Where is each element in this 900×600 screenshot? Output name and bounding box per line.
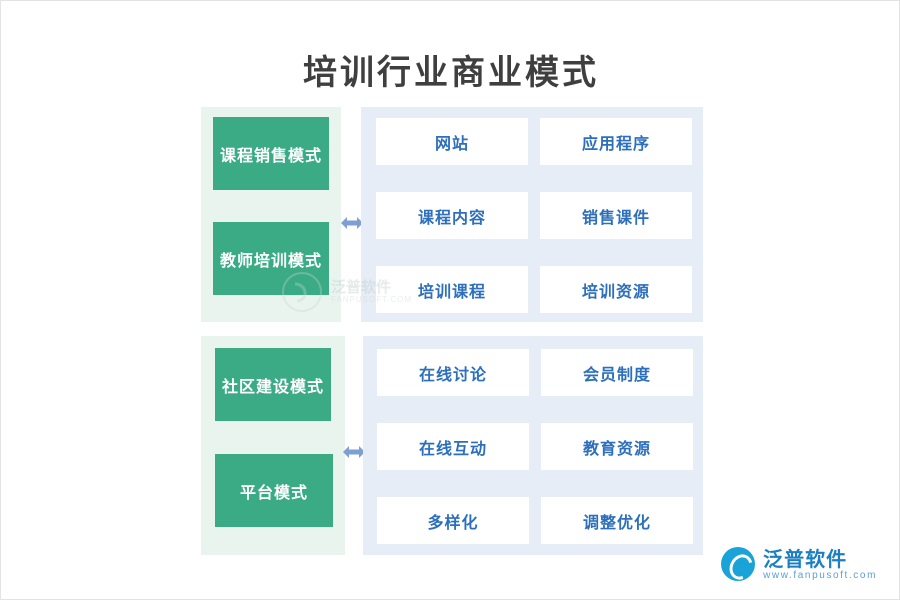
item-box-diversification[interactable]: 多样化: [377, 497, 529, 544]
item-box-app[interactable]: 应用程序: [540, 118, 692, 165]
item-box-online-interaction[interactable]: 在线互动: [377, 423, 529, 470]
mode-box-teacher-training[interactable]: 教师培训模式: [213, 222, 329, 295]
item-box-education-resource[interactable]: 教育资源: [541, 423, 693, 470]
logo-url: www.fanpusoft.com: [763, 569, 877, 581]
mode-box-community-building[interactable]: 社区建设模式: [215, 348, 331, 421]
mode-box-course-sales[interactable]: 课程销售模式: [213, 117, 329, 190]
logo-mark-icon: [721, 547, 756, 581]
item-box-membership[interactable]: 会员制度: [541, 349, 693, 396]
item-box-course-content[interactable]: 课程内容: [376, 192, 528, 239]
page-title: 培训行业商业模式: [303, 53, 599, 93]
item-box-optimization[interactable]: 调整优化: [541, 497, 693, 544]
brand-logo: 泛普软件 www.fanpusoft.com: [721, 547, 877, 581]
item-box-website[interactable]: 网站: [376, 118, 528, 165]
logo-name: 泛普软件: [763, 546, 848, 571]
double-arrow-horizontal-icon-2: [341, 441, 367, 463]
item-box-online-discussion[interactable]: 在线讨论: [377, 349, 529, 396]
mode-box-platform[interactable]: 平台模式: [215, 454, 333, 527]
item-box-sales-courseware[interactable]: 销售课件: [540, 192, 692, 239]
double-arrow-horizontal-icon: [339, 212, 365, 234]
item-box-training-course[interactable]: 培训课程: [376, 266, 528, 313]
item-box-training-resource[interactable]: 培训资源: [540, 266, 692, 313]
